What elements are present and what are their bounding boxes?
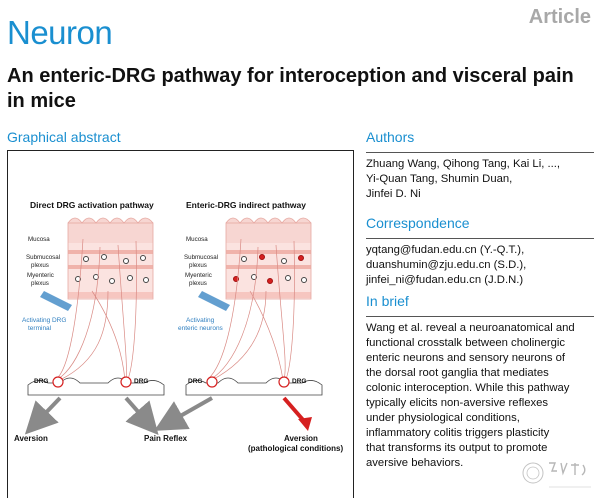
aversion-arrow-right xyxy=(282,396,306,423)
drg-label-4: DRG xyxy=(292,378,306,385)
right-layer-label-mucosa: Mucosa xyxy=(186,236,208,243)
in-brief-line-2: functional crosstalk between cholinergic xyxy=(366,337,566,349)
drg-label-2: DRG xyxy=(134,378,148,385)
in-brief-section: In brief Wang et al. reveal a neuroanato… xyxy=(366,293,594,471)
drg-spinal-row xyxy=(27,376,323,396)
in-brief-line-1: Wang et al. reveal a neuroanatomical and xyxy=(366,322,575,334)
authors-divider xyxy=(366,152,594,153)
graphical-abstract-heading: Graphical abstract xyxy=(7,129,121,145)
aversion-arrowhead-right xyxy=(298,417,312,431)
in-brief-line-5: colonic interoception. While this pathwa… xyxy=(366,382,570,394)
in-brief-line-4: the dorsal root ganglia that mediates xyxy=(366,367,549,379)
right-layer-labels: Mucosa Submucosal plexus Myenteric plexu… xyxy=(184,236,218,287)
pain-reflex-arrow-left xyxy=(124,396,159,436)
in-brief-line-7: under physiological conditions, xyxy=(366,412,520,424)
drg-label-1: DRG xyxy=(34,378,48,385)
activating-enteric-neurons-arrow xyxy=(198,291,230,311)
left-tissue-block xyxy=(67,217,154,300)
in-brief-line-9: that transforms its output to promote xyxy=(366,442,548,454)
drg-label-3: DRG xyxy=(188,378,202,385)
activating-enteric-label-2: enteric neurons xyxy=(178,325,224,332)
activating-enteric-label-1: Activating xyxy=(186,317,215,324)
right-panel-title: Enteric-DRG indirect pathway xyxy=(186,200,306,210)
layer-label-plexus-1: plexus xyxy=(31,262,49,269)
in-brief-line-6: typically elicits non-aversive reflexes xyxy=(366,397,549,409)
in-brief-line-10: aversive behaviors. xyxy=(366,457,464,469)
in-brief-heading: In brief xyxy=(366,293,409,309)
in-brief-line-3: enteric neurons and sensory neurons of xyxy=(366,352,566,364)
right-tissue-block xyxy=(225,217,312,300)
right-layer-label-plexus-1: plexus xyxy=(189,262,207,269)
left-layer-labels: Mucosa Submucosal plexus Myenteric plexu… xyxy=(26,236,60,287)
left-drg-fibers xyxy=(55,238,137,381)
correspondence-email-3[interactable]: jinfei_ni@fudan.edu.cn (J.D.N.) xyxy=(366,274,524,286)
right-enteric-neurons xyxy=(233,254,307,284)
aversion-label: Aversion xyxy=(14,434,48,443)
activating-drg-terminal-arrow xyxy=(40,291,72,311)
right-layer-label-submucosal: Submucosal xyxy=(184,254,218,261)
authors-line-2: Yi-Quan Tang, Shumin Duan, xyxy=(366,173,513,185)
layer-label-myenteric: Myenteric xyxy=(27,272,54,279)
authors-heading: Authors xyxy=(366,129,415,145)
left-enteric-neurons xyxy=(75,254,149,284)
authors-line-1: Zhuang Wang, Qihong Tang, Kai Li, ..., xyxy=(366,158,561,170)
correspondence-email-1[interactable]: yqtang@fudan.edu.cn (Y.-Q.T.), xyxy=(366,244,525,256)
aversion-path-note: (pathological conditions) xyxy=(248,444,343,453)
in-brief-divider xyxy=(366,316,594,317)
layer-label-mucosa: Mucosa xyxy=(28,236,50,243)
pain-reflex-label: Pain Reflex xyxy=(144,434,188,443)
right-drg-fibers xyxy=(207,238,295,381)
authors-section: Authors Zhuang Wang, Qihong Tang, Kai Li… xyxy=(366,129,594,202)
activating-drg-label-2: terminal xyxy=(28,325,52,332)
left-panel-title: Direct DRG activation pathway xyxy=(30,200,154,210)
correspondence-section: Correspondence yqtang@fudan.edu.cn (Y.-Q… xyxy=(366,215,594,288)
right-layer-label-plexus-2: plexus xyxy=(189,280,207,287)
right-layer-label-myenteric: Myenteric xyxy=(185,272,212,279)
aversion-arrow-left xyxy=(24,396,62,435)
output-arrows xyxy=(24,396,312,436)
article-type-label: Article xyxy=(528,6,591,28)
paper-title: An enteric-DRG pathway for interoception… xyxy=(7,65,574,112)
graphical-abstract-figure: Direct DRG activation pathway Enteric-DR… xyxy=(7,150,354,498)
journal-name: Neuron xyxy=(7,14,113,51)
layer-label-submucosal: Submucosal xyxy=(26,254,60,261)
correspondence-divider xyxy=(366,238,594,239)
activating-drg-label-1: Activating DRG xyxy=(22,317,66,324)
fudan-university-watermark xyxy=(521,453,593,495)
authors-line-3: Jinfei D. Ni xyxy=(366,188,421,200)
aversion-path-label: Aversion xyxy=(284,434,318,443)
correspondence-heading: Correspondence xyxy=(366,215,470,231)
correspondence-email-2[interactable]: duanshumin@zju.edu.cn (S.D.), xyxy=(366,259,527,271)
in-brief-line-8: inflammatory colitis triggers plasticity xyxy=(366,427,550,439)
pain-reflex-arrow-right xyxy=(154,396,213,431)
layer-label-plexus-2: plexus xyxy=(31,280,49,287)
